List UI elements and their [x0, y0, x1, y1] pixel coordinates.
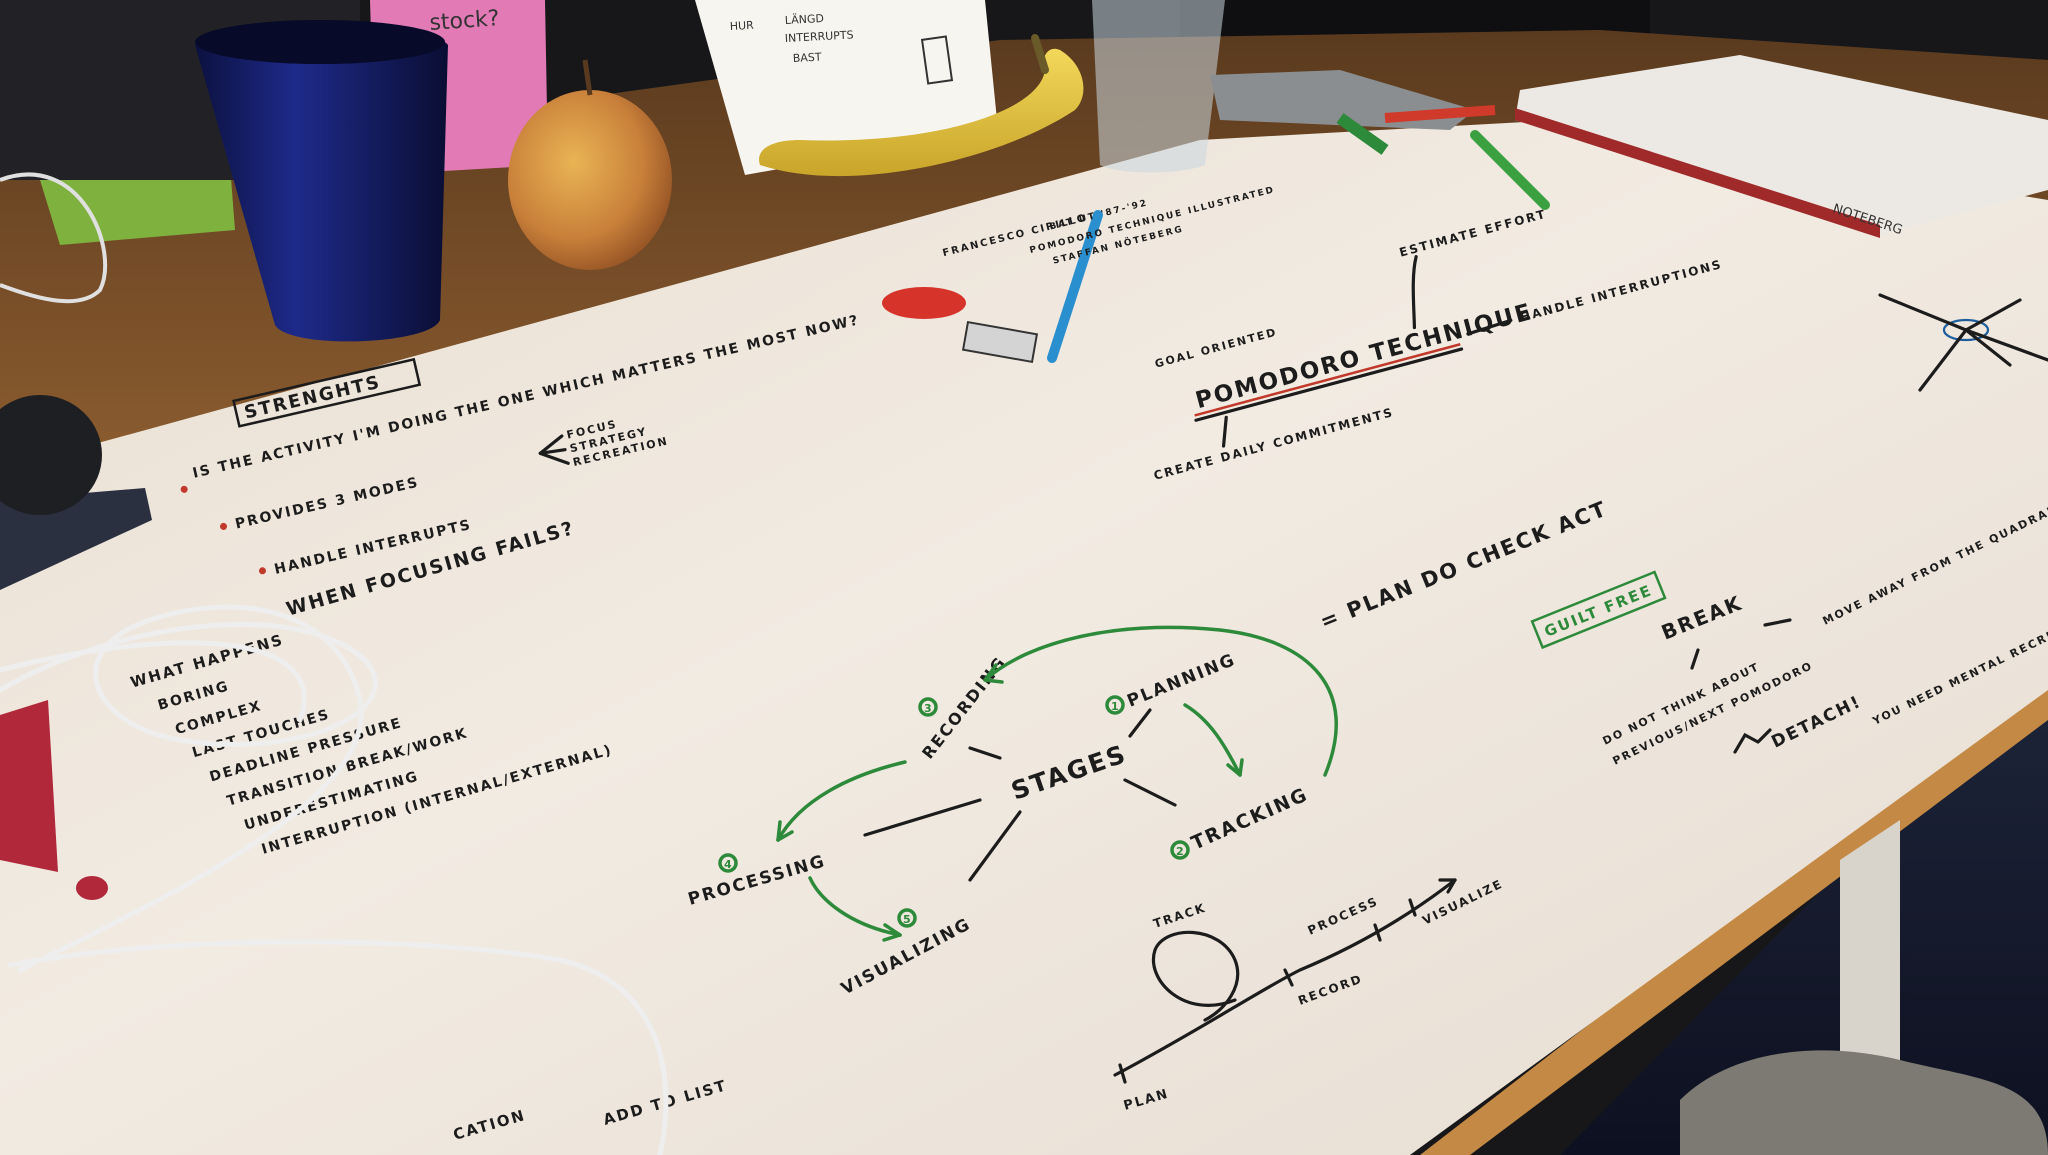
stage-link	[1123, 778, 1177, 807]
stage-num: 5	[903, 913, 913, 926]
branch	[1964, 328, 2048, 362]
card-line-2: LÄNGD	[784, 12, 824, 27]
arrowhead	[983, 663, 1004, 684]
blue-mug	[195, 26, 448, 342]
stage-num: 4	[724, 858, 734, 871]
cable-top	[0, 172, 108, 304]
exclamation-mark	[0, 700, 58, 872]
mug-rim	[195, 20, 445, 64]
strengths-box	[232, 357, 422, 428]
stage-num-circle	[918, 697, 938, 717]
stage-num-circle	[897, 908, 917, 928]
banana	[759, 48, 1084, 177]
tick	[1373, 923, 1382, 942]
branch	[1763, 618, 1792, 627]
green-sticky	[40, 165, 235, 245]
sticky-note-text: stock?	[429, 6, 501, 36]
right-mindmap	[1878, 293, 2048, 392]
card-line-3: INTERRUPTS	[784, 28, 853, 45]
book-doodle	[961, 320, 1039, 364]
book	[1515, 55, 2048, 235]
banana-stem	[1031, 34, 1049, 74]
stage-num-circle	[1105, 695, 1125, 715]
branch	[1964, 298, 2022, 332]
exclamation-dot	[76, 876, 108, 900]
branch	[1411, 255, 1418, 330]
arrow-processing-visualizing	[808, 876, 902, 937]
guilt-free-box	[1530, 570, 1667, 650]
bullet	[180, 485, 188, 493]
branch	[1964, 328, 2012, 367]
arrowhead	[882, 923, 902, 942]
branch	[1221, 415, 1228, 448]
green-pen	[1470, 130, 1550, 210]
tick	[1283, 968, 1294, 987]
arrowhead	[1226, 758, 1244, 777]
stage-link	[863, 798, 982, 837]
tick	[1408, 898, 1417, 917]
floor	[1560, 700, 2048, 1155]
modes-brace	[538, 434, 570, 465]
tomato-doodle	[882, 287, 966, 319]
cycle-loop	[1151, 930, 1240, 1022]
cloth	[1680, 1050, 2048, 1155]
stage-num: 1	[1111, 700, 1121, 713]
blue-pen	[1047, 210, 1103, 363]
detach-arrow	[1733, 728, 1772, 754]
branch	[1466, 318, 1513, 336]
bullet	[220, 522, 228, 530]
paper-sheet	[0, 120, 2048, 1155]
stage-num-circle	[718, 853, 738, 873]
arrowhead	[1438, 878, 1457, 894]
stage-num: 3	[924, 702, 934, 715]
arrow-recording-processing	[776, 760, 907, 842]
red-marker	[1384, 105, 1496, 123]
card-line-4: BAST	[792, 50, 822, 65]
stage-num: 2	[1176, 845, 1186, 858]
apple	[508, 90, 672, 270]
branch	[1690, 648, 1700, 670]
tick	[1118, 1063, 1127, 1084]
book-spine	[1515, 108, 1880, 238]
arrow-planning-tracking	[1183, 703, 1242, 777]
stage-link	[1128, 708, 1152, 738]
stage-link	[968, 746, 1002, 760]
branch	[1918, 328, 1968, 392]
green-marker	[1336, 113, 1389, 155]
stage-num-circle	[1170, 840, 1190, 860]
cycle-line	[1113, 878, 1457, 1077]
arrowhead	[776, 820, 794, 842]
apple-stem	[582, 59, 593, 96]
white-cable	[0, 604, 669, 1155]
water-glass	[1092, 0, 1225, 173]
card-line-1: HUR	[729, 19, 754, 33]
title-underline	[1194, 343, 1461, 417]
stage-link	[968, 810, 1022, 882]
mouse	[0, 395, 102, 515]
arrow-tracking-recording	[983, 625, 1338, 777]
branch	[1878, 293, 1968, 332]
title-underline	[1194, 347, 1464, 422]
card-sketch	[920, 35, 954, 85]
bullet	[259, 567, 267, 575]
mindmap-node	[1942, 318, 1990, 342]
